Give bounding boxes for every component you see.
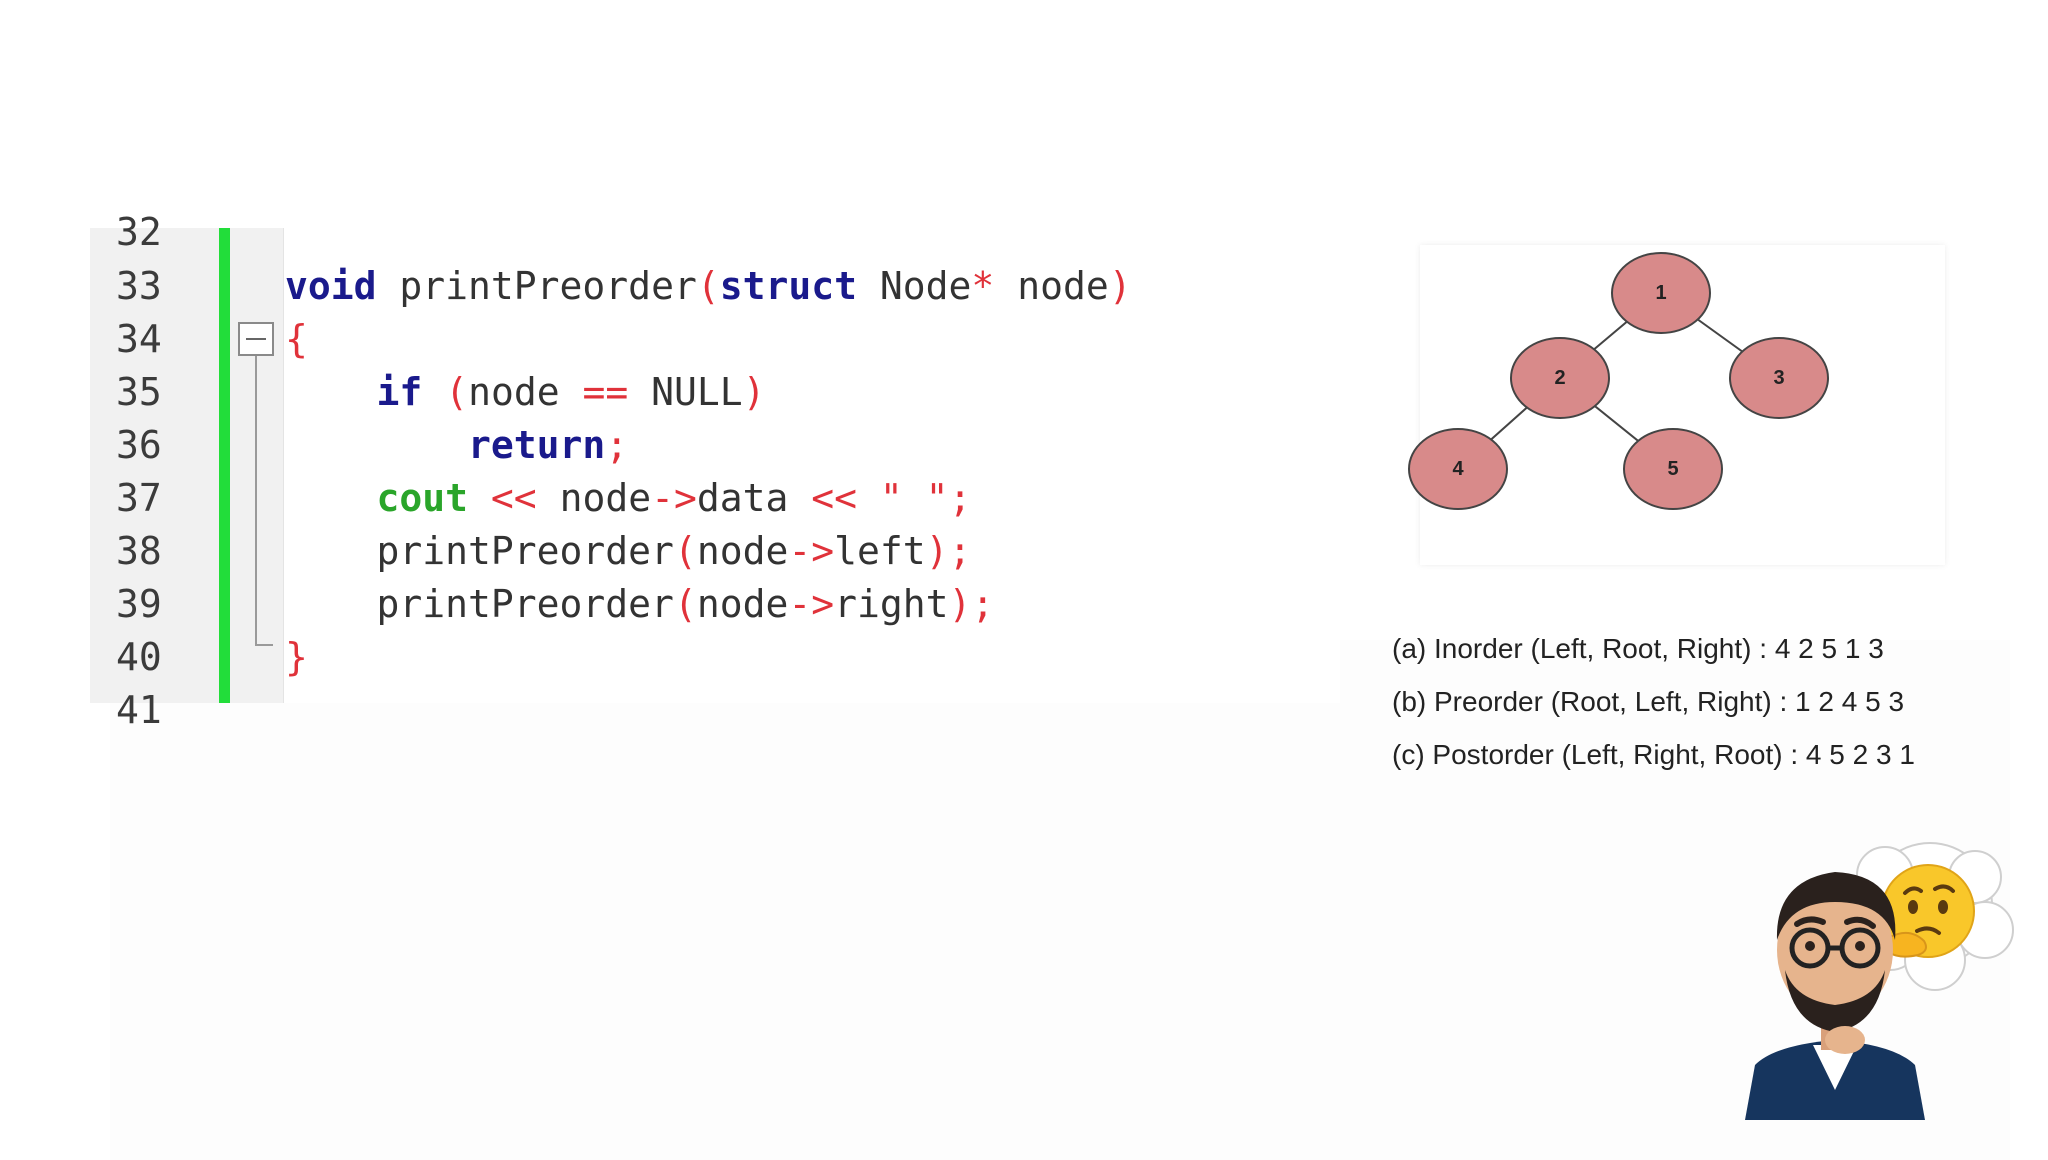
code-line-36: return; [468,423,629,467]
line-number: 34 [116,317,162,361]
tree-node-circle [1510,337,1610,419]
fold-guide-line [255,356,257,646]
slide-background [110,640,2010,1160]
fold-guide-end [255,644,273,646]
line-number-gutter: 32 33 34 35 36 37 38 39 40 41 [90,210,284,732]
tree-node-label: 3 [1773,367,1784,389]
code-line-34: { [285,317,308,361]
line-number: 41 [116,688,162,732]
binary-tree-svg: 1 2 3 4 5 [1408,252,1829,510]
line-number: 37 [116,476,162,520]
tree-node-circle [1611,252,1711,334]
tree-node-circle [1623,428,1723,510]
line-number: 40 [116,635,162,679]
code-line-40: } [285,635,308,679]
tree-node-label: 2 [1554,367,1565,389]
inorder-traversal: (a) Inorder (Left, Root, Right) : 4 2 5 … [1392,633,1884,664]
thinking-man-avatar-icon [1745,872,1925,1120]
tree-node-circle [1729,337,1829,419]
tree-node-label: 5 [1667,458,1678,480]
code-line-39: printPreorder(node->right); [376,582,995,626]
code-editor: 32 33 34 35 36 37 38 39 40 41 void print… [90,210,1340,732]
line-number: 35 [116,370,162,414]
line-number: 36 [116,423,162,467]
binary-tree-diagram: 1 2 3 4 5 [1408,245,1945,565]
change-indicator-bar [219,228,230,703]
tree-node-circle [1408,428,1508,510]
code-line-33: void printPreorder(struct Node* node) [285,264,1132,308]
thinking-face-emoji-icon [1881,864,1975,958]
preorder-traversal: (b) Preorder (Root, Left, Right) : 1 2 4… [1392,686,1905,717]
line-number: 38 [116,529,162,573]
tree-node-label: 1 [1655,282,1666,304]
tree-node-4: 4 [1408,428,1508,510]
tree-node-3: 3 [1729,337,1829,419]
tree-node-5: 5 [1623,428,1723,510]
traversal-list: (a) Inorder (Left, Root, Right) : 4 2 5 … [1392,622,2012,781]
fold-toggle-icon[interactable] [238,322,274,356]
line-number: 32 [116,210,162,254]
line-number: 39 [116,582,162,626]
postorder-traversal: (c) Postorder (Left, Right, Root) : 4 5 … [1392,739,1915,770]
line-number: 33 [116,264,162,308]
tree-node-2: 2 [1510,337,1610,419]
tree-node-label: 4 [1452,458,1464,480]
code-line-35: if (node == NULL) [376,370,766,414]
code-line-38: printPreorder(node->left); [376,529,972,573]
tree-node-1: 1 [1611,252,1711,334]
code-line-37: cout << node->data << " "; [376,476,972,520]
